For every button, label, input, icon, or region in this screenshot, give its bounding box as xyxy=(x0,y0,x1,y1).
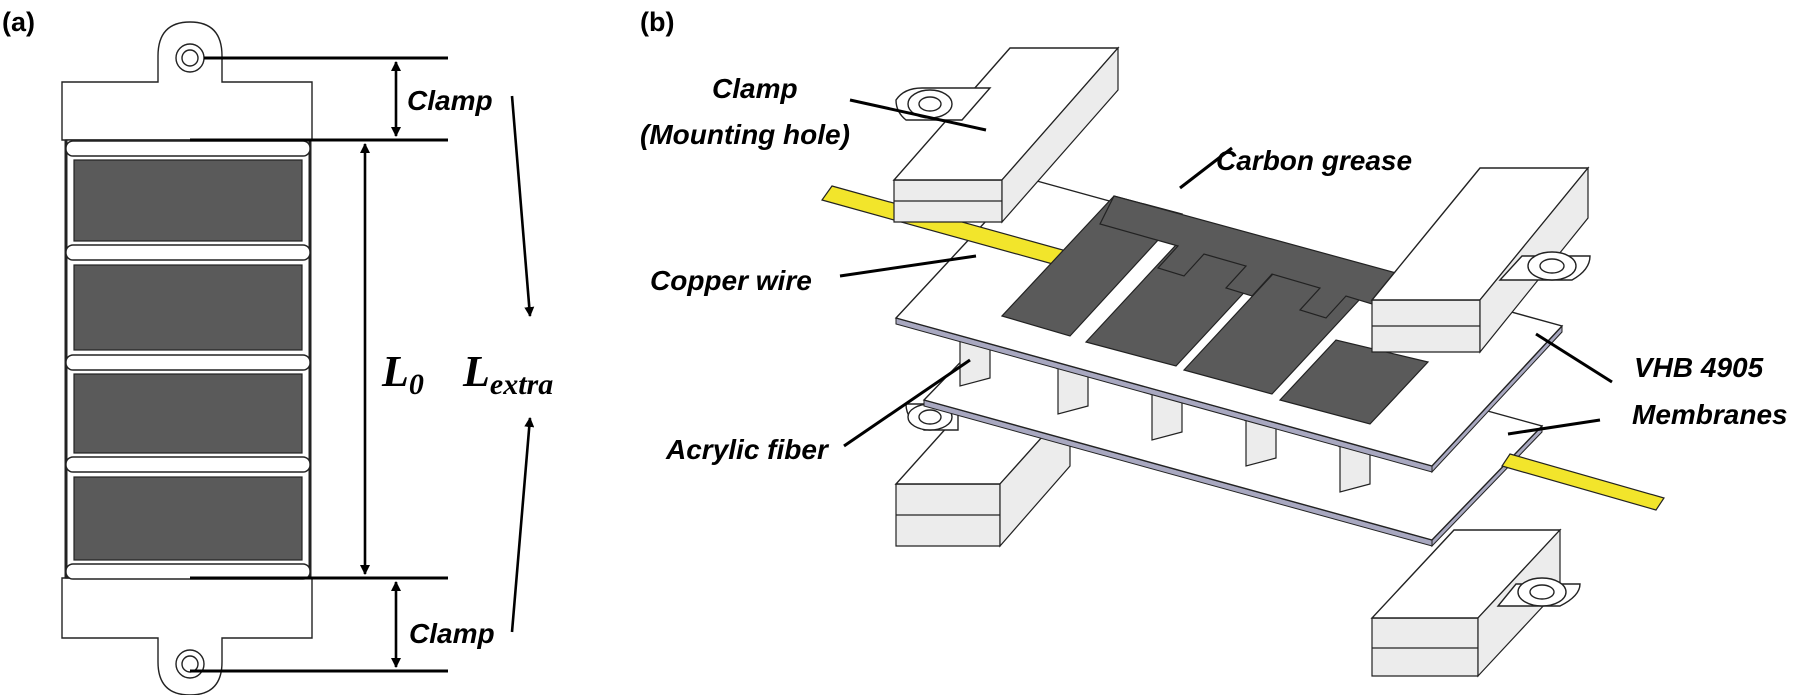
carbon-grease-electrodes xyxy=(73,159,303,561)
carbon-grease-leader xyxy=(1179,146,1233,190)
electrode-2 xyxy=(73,264,303,351)
panel-a: (a) xyxy=(2,7,553,695)
top-clamp xyxy=(61,21,313,141)
lextra-arrow-bottom xyxy=(510,417,535,633)
carbon-grease-3d xyxy=(1000,195,1430,425)
copper-wire-right xyxy=(1501,453,1665,511)
vhb-label-line1: VHB 4905 xyxy=(1634,352,1764,383)
clamp-mounting-label-line1: Clamp xyxy=(712,73,798,104)
acrylic-fiber-label: Acrylic fiber xyxy=(665,434,830,465)
electrode-3 xyxy=(73,373,303,454)
clamp-mounting-label-line2: (Mounting hole) xyxy=(640,119,850,150)
acrylic-fiber-bars xyxy=(65,140,311,580)
lextra-symbol: Lextra xyxy=(462,347,553,401)
panel-b-label: (b) xyxy=(640,7,674,37)
vhb-leader-top xyxy=(1535,332,1613,384)
copper-wire-leader xyxy=(839,254,977,278)
bottom-clamp-label: Clamp xyxy=(409,618,495,649)
copper-wire-label: Copper wire xyxy=(650,265,812,296)
electrode-1 xyxy=(73,159,303,242)
vhb-leader-bottom xyxy=(1507,418,1601,436)
bottom-clamp xyxy=(61,577,313,695)
clamp-leader xyxy=(849,98,987,132)
carbon-grease-label: Carbon grease xyxy=(1216,145,1412,176)
top-clamp-label: Clamp xyxy=(407,85,493,116)
l0-symbol: L0 xyxy=(381,347,424,401)
lower-right-clamp xyxy=(1370,528,1581,678)
electrode-4 xyxy=(73,476,303,561)
upper-left-clamp xyxy=(892,46,1120,224)
upper-right-clamp xyxy=(1370,166,1591,354)
lextra-arrow-top xyxy=(510,95,535,317)
carbon-grease-connector xyxy=(1099,195,1402,319)
acrylic-fiber-leader xyxy=(843,358,971,448)
panel-a-label: (a) xyxy=(2,7,35,37)
vhb-label-line2: Membranes xyxy=(1632,399,1788,430)
panel-b: (b) xyxy=(640,7,1788,678)
